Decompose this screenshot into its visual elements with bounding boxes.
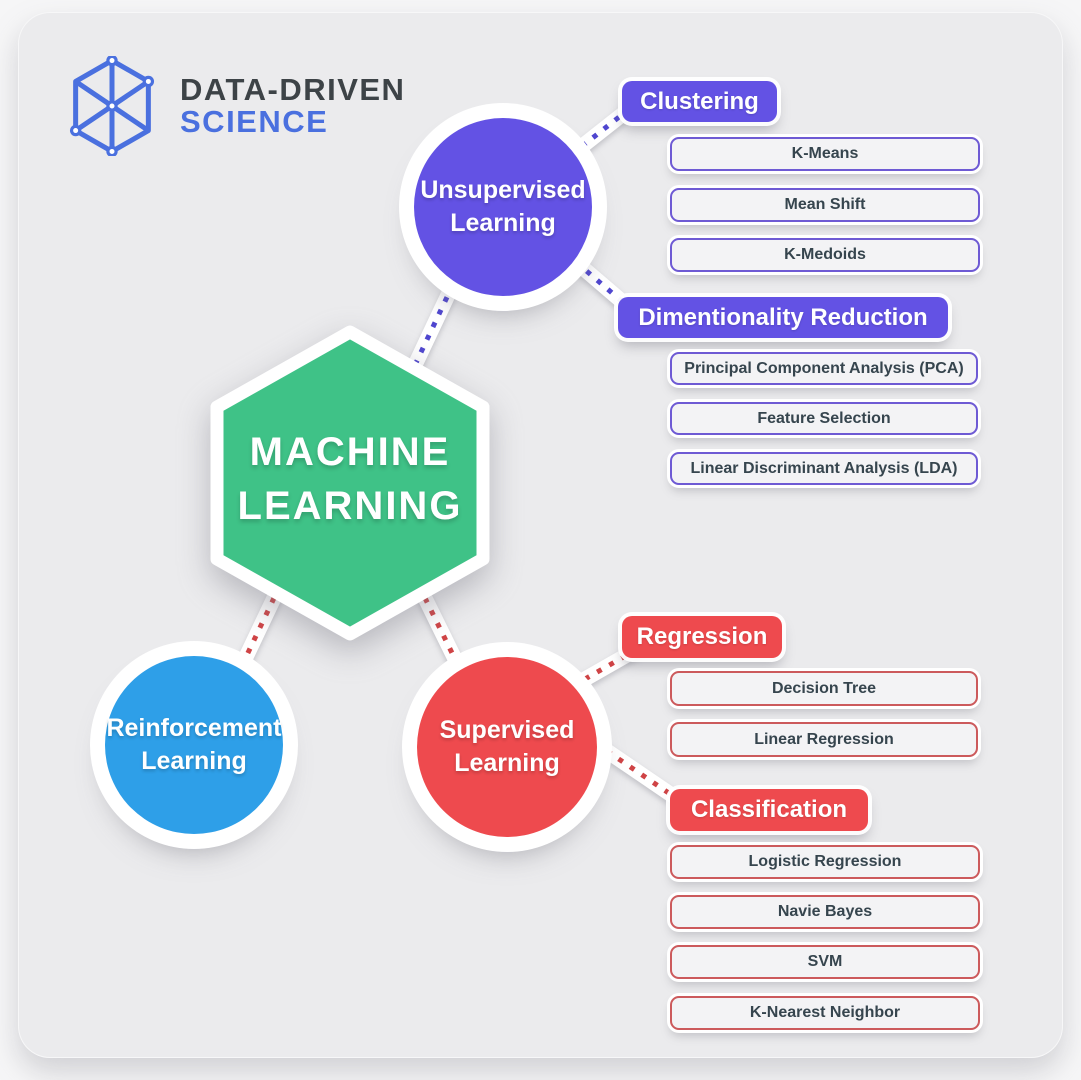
logo-hexagon-icon: [69, 56, 155, 156]
method-box-svm: SVM: [670, 945, 980, 979]
method-box-knearest-neighbor: K-Nearest Neighbor: [670, 996, 980, 1030]
reinforcement-learning-node: Reinforcement Learning: [105, 656, 283, 834]
unsupervised-label-line1: Unsupervised: [420, 176, 586, 204]
logo-name-bottom: SCIENCE: [180, 104, 329, 139]
method-box-mean-shift: Mean Shift: [670, 188, 980, 222]
reinforcement-label-line2: Learning: [141, 747, 247, 775]
logo-text: DATA-DRIVEN SCIENCE: [180, 71, 406, 139]
classification-header: Classification: [670, 789, 868, 831]
machine-learning-hexagon: [210, 325, 490, 641]
supervised-learning-node: Supervised Learning: [417, 657, 597, 837]
method-box-navie-bayes: Navie Bayes: [670, 895, 980, 929]
supervised-label-line2: Learning: [454, 749, 560, 777]
method-box-logistic-regression: Logistic Regression: [670, 845, 980, 879]
machine-learning-label: MACHINE LEARNING: [225, 425, 475, 533]
machine-learning-line1: MACHINE: [249, 430, 451, 474]
supervised-label-line1: Supervised: [439, 716, 575, 744]
method-box-linear-regression: Linear Regression: [670, 722, 978, 757]
clustering-header: Clustering: [622, 81, 777, 122]
dimentionality-reduction-header: Dimentionality Reduction: [618, 297, 948, 338]
unsupervised-learning-node: Unsupervised Learning: [414, 118, 592, 296]
machine-learning-line2: LEARNING: [237, 484, 463, 528]
logo-name-top: DATA-DRIVEN: [180, 71, 406, 107]
method-box-pca: Principal Component Analysis (PCA): [670, 352, 978, 385]
method-box-kmeans: K-Means: [670, 137, 980, 171]
method-box-lda: Linear Discriminant Analysis (LDA): [670, 452, 978, 485]
unsupervised-label-line2: Learning: [450, 209, 556, 237]
method-box-decision-tree: Decision Tree: [670, 671, 978, 706]
logo: DATA-DRIVEN SCIENCE: [66, 56, 405, 156]
reinforcement-label-line1: Reinforcement: [106, 714, 282, 742]
regression-header: Regression: [622, 616, 782, 658]
method-box-feature-selection: Feature Selection: [670, 402, 978, 435]
method-box-kmedoids: K-Medoids: [670, 238, 980, 272]
